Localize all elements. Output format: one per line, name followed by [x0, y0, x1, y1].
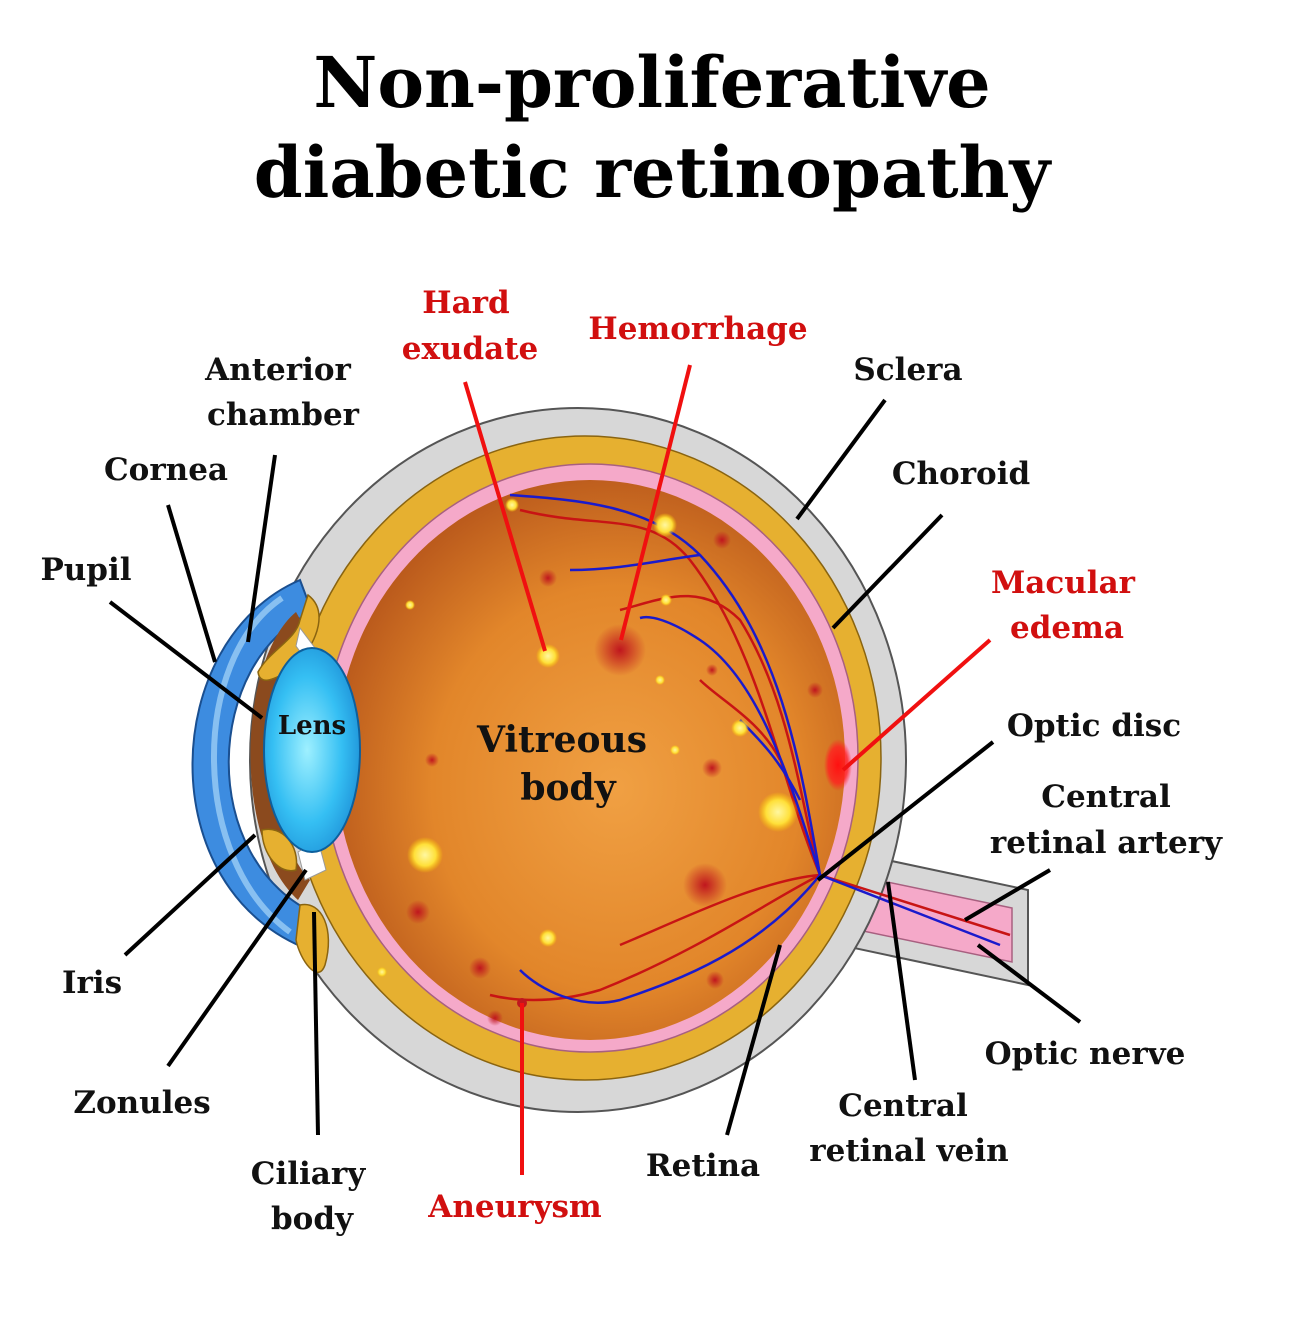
- diagram-title: Non-proliferative diabetic retinopathy: [0, 38, 1304, 218]
- macular-edema-label-line1: Macular: [991, 565, 1136, 601]
- anterior-chamber-label-line2: chamber: [207, 397, 360, 433]
- anterior-chamber-label-line1: Anterior: [204, 352, 351, 388]
- vitreous-body-label-line1: Vitreous: [476, 719, 647, 761]
- title-line-2: diabetic retinopathy: [253, 131, 1051, 214]
- hard-exudate-label-line2: exudate: [402, 331, 539, 367]
- choroid-label: Choroid: [892, 456, 1030, 492]
- hard-exudate-label-line1: Hard: [422, 285, 509, 321]
- hard-exudate-spots: [377, 498, 798, 977]
- central-retinal-vein-label-line2: retinal vein: [809, 1133, 1008, 1169]
- ciliary-body-label-line2: body: [271, 1201, 354, 1237]
- title-line-1: Non-proliferative: [313, 41, 991, 124]
- lens-shape: [263, 647, 361, 853]
- ciliary-body-label-line1: Ciliary: [251, 1156, 366, 1192]
- cornea-label: Cornea: [104, 452, 228, 488]
- central-retinal-artery-label-line1: Central: [1041, 779, 1170, 815]
- hemorrhage-spots: [406, 531, 823, 1026]
- ciliary-body-shape: [257, 593, 330, 973]
- vitreous-body-label-line2: body: [520, 767, 616, 809]
- black-leader-lines: [108, 398, 1082, 1136]
- macular-edema-label-line2: edema: [1010, 610, 1124, 646]
- hemorrhage-label: Hemorrhage: [588, 311, 807, 347]
- sclera-label: Sclera: [853, 352, 962, 388]
- macular-edema-spot: [824, 739, 852, 791]
- iris-shape: [250, 612, 310, 900]
- iris-label: Iris: [62, 965, 122, 1001]
- zonules-label: Zonules: [73, 1085, 210, 1121]
- optic-nerve-label: Optic nerve: [985, 1036, 1186, 1072]
- retina-label: Retina: [646, 1148, 760, 1184]
- central-retinal-artery-label-line2: retinal artery: [990, 825, 1223, 861]
- red-leader-lines: [463, 364, 992, 1175]
- optic-disc-label: Optic disc: [1007, 708, 1181, 744]
- aneurysm-label: Aneurysm: [427, 1189, 602, 1225]
- lens-label: Lens: [278, 711, 346, 741]
- pupil-label: Pupil: [40, 552, 131, 588]
- labels: Hard exudate Hemorrhage Anterior chamber…: [40, 285, 1223, 1237]
- central-retinal-vein-label-line1: Central: [838, 1088, 967, 1124]
